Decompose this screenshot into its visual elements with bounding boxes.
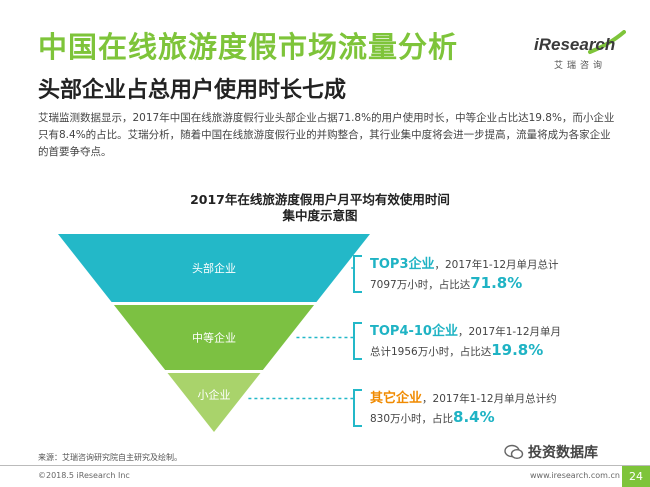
wechat-watermark: 投资数据库 <box>504 442 598 462</box>
segment-group-mid: TOP4-10企业 <box>370 324 458 339</box>
segment-label-bottom: 其它企业，2017年1-12月单月总计约 830万小时，占比8.4% <box>370 390 557 428</box>
page-number: 24 <box>622 466 650 487</box>
connector-bracket-bottom <box>353 389 362 427</box>
segment-desc-pre-bottom: ，2017年1-12月单月总计约 <box>422 393 557 405</box>
segment-label-top: TOP3企业，2017年1-12月单月总计 7097万小时，占比达71.8% <box>370 256 559 294</box>
connector-bracket-mid <box>353 322 362 360</box>
footer-divider <box>0 465 650 466</box>
wechat-label: 投资数据库 <box>528 445 598 461</box>
funnel-segment-top <box>58 234 370 302</box>
source-note: 来源：艾瑞咨询研究院自主研究及绘制。 <box>38 453 182 462</box>
funnel-segment-label-mid: 中等企业 <box>192 331 236 345</box>
segment-desc-post-top: ，占比达 <box>428 279 471 291</box>
segment-group-bottom: 其它企业 <box>370 391 423 406</box>
funnel-segment-mid <box>113 305 315 370</box>
page-title: 中国在线旅游度假市场流量分析 <box>38 30 459 64</box>
segment-hours-mid: 总计1956万小时 <box>370 346 450 358</box>
funnel-segment-label-bottom: 小企业 <box>198 388 231 402</box>
segment-pct-mid: 19.8% <box>491 341 544 359</box>
funnel-segment-label-top: 头部企业 <box>192 261 236 275</box>
connector-bracket-top <box>353 255 362 293</box>
logo-swoosh-icon <box>588 30 626 54</box>
chart-title-line1: 2017年在线旅游度假用户月平均有效使用时间 <box>190 192 450 207</box>
logo-sub: 艾瑞咨询 <box>554 61 607 71</box>
segment-hours-top: 7097万小时 <box>370 279 429 291</box>
segment-hours-bottom: 830万小时 <box>370 413 422 425</box>
segment-group-top: TOP3企业 <box>370 257 435 272</box>
segment-pct-top: 71.8% <box>470 274 523 292</box>
segment-desc-post-bottom: ，占比 <box>421 413 454 425</box>
segment-label-mid: TOP4-10企业，2017年1-12月单月 总计1956万小时，占比达19.8… <box>370 323 561 361</box>
segment-desc-post-mid: ，占比达 <box>449 346 492 358</box>
intro-paragraph: 艾瑞监测数据显示，2017年中国在线旅游度假行业头部企业占据71.8%的用户使用… <box>38 112 615 158</box>
copyright: ©2018.5 iResearch Inc <box>38 471 130 480</box>
iresearch-logo: iResearch 艾瑞咨询 <box>530 30 626 74</box>
website-link[interactable]: www.iresearch.com.cn <box>530 471 620 480</box>
segment-desc-pre-mid: ，2017年1-12月单月 <box>457 326 562 338</box>
wechat-icon <box>504 444 524 460</box>
segment-desc-pre-top: ，2017年1-12月单月总计 <box>434 259 559 271</box>
funnel-segment-bottom <box>167 373 261 432</box>
chart-title: 2017年在线旅游度假用户月平均有效使用时间 集中度示意图 <box>150 192 490 224</box>
chart-title-line2: 集中度示意图 <box>282 208 358 223</box>
segment-pct-bottom: 8.4% <box>453 408 495 426</box>
logo-name: iResearch <box>534 35 616 54</box>
page-subtitle: 头部企业占总用户使用时长七成 <box>38 78 347 103</box>
